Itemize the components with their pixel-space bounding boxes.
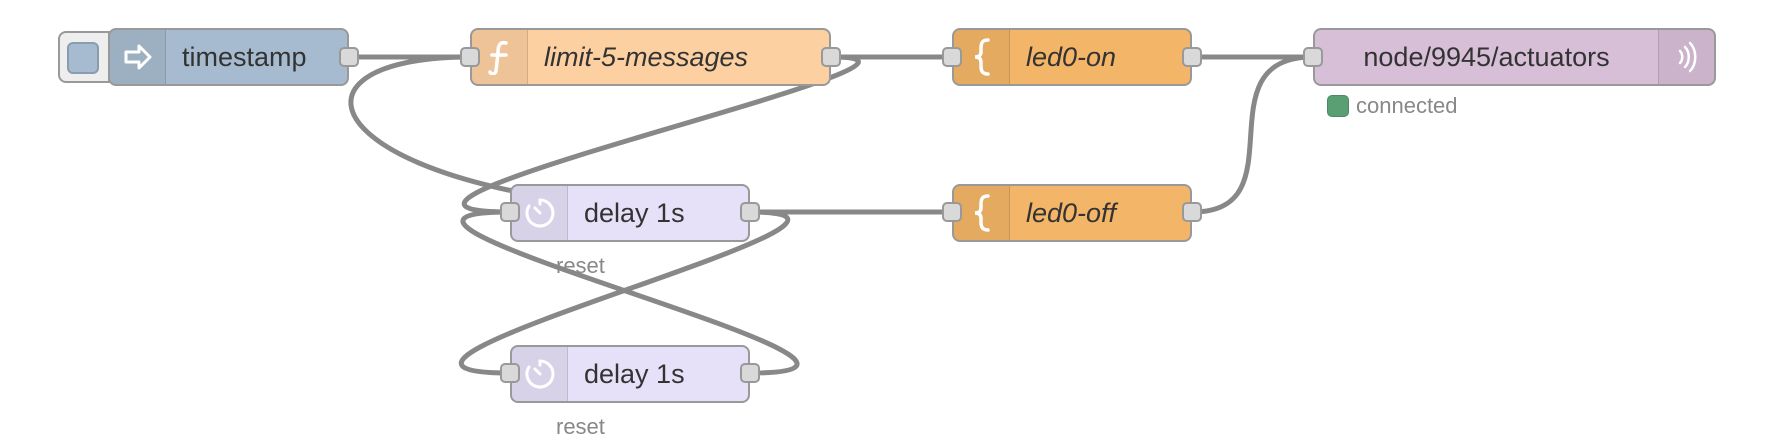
- node-mqtt-out[interactable]: node/9945/actuators: [1313, 28, 1716, 86]
- inject-trigger-button[interactable]: [58, 31, 110, 83]
- node-timestamp[interactable]: timestamp: [108, 28, 349, 86]
- node-label: led0-off: [1026, 197, 1117, 228]
- node-label: delay 1s: [584, 358, 685, 389]
- node-led0-on[interactable]: led0-on: [952, 28, 1192, 86]
- template-brace-icon: [954, 186, 1010, 240]
- timer-icon: [512, 186, 568, 240]
- template-brace-icon: [954, 30, 1010, 84]
- node-label: node/9945/actuators: [1363, 41, 1610, 72]
- status-text: connected: [1356, 93, 1458, 118]
- wire-led0off-to-mqtt[interactable]: [1190, 54, 1316, 215]
- input-port[interactable]: [460, 47, 480, 67]
- function-icon: [472, 30, 528, 84]
- node-delay-2[interactable]: delay 1s: [510, 345, 750, 403]
- node-label: timestamp: [182, 41, 307, 72]
- output-port[interactable]: [339, 47, 359, 67]
- status-dot-icon: [1327, 95, 1349, 117]
- node-sublabel: reset: [556, 414, 605, 439]
- node-led0-off[interactable]: led0-off: [952, 184, 1192, 242]
- node-sublabel: reset: [556, 253, 605, 278]
- output-port[interactable]: [821, 47, 841, 67]
- inject-trigger-square: [67, 42, 99, 74]
- node-status: connected: [1327, 93, 1458, 119]
- input-port[interactable]: [500, 363, 520, 383]
- input-port[interactable]: [1303, 47, 1323, 67]
- inject-arrow-icon: [110, 30, 166, 84]
- node-label: delay 1s: [584, 197, 685, 228]
- input-port[interactable]: [942, 47, 962, 67]
- output-port[interactable]: [1182, 202, 1202, 222]
- node-limit-5-messages[interactable]: limit-5-messages: [470, 28, 831, 86]
- wire-delay2-to-delay1[interactable]: [460, 209, 800, 376]
- timer-icon: [512, 347, 568, 401]
- output-port[interactable]: [1182, 47, 1202, 67]
- input-port[interactable]: [942, 202, 962, 222]
- wire-delay1-to-delay2[interactable]: [458, 209, 790, 376]
- mqtt-wave-icon: [1658, 30, 1714, 84]
- node-label: limit-5-messages: [544, 41, 749, 72]
- input-port[interactable]: [500, 202, 520, 222]
- wire-limit-to-delay1[interactable]: [461, 54, 861, 215]
- node-label: led0-on: [1026, 41, 1117, 72]
- output-port[interactable]: [740, 202, 760, 222]
- output-port[interactable]: [740, 363, 760, 383]
- node-delay-1[interactable]: delay 1s: [510, 184, 750, 242]
